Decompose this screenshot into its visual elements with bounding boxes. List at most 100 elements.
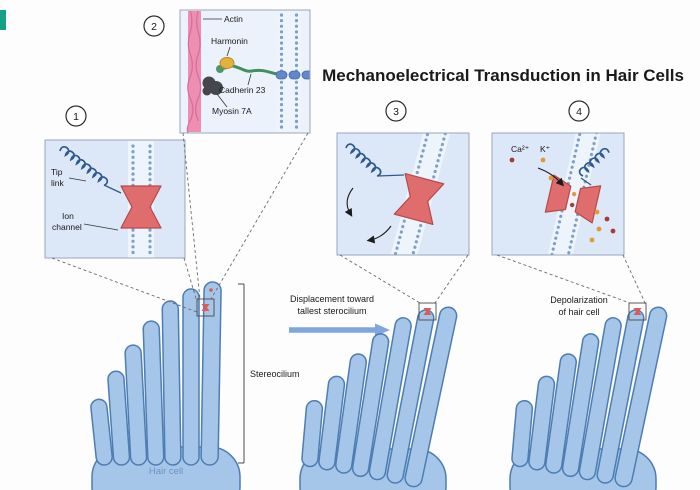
ion-flow-arrowhead (555, 177, 565, 187)
stereocilium-shape (545, 353, 577, 474)
stereocilium-bracket (238, 283, 245, 464)
stereocilium-shape (528, 375, 556, 471)
myosin-protein (202, 86, 212, 96)
potassium-ion (548, 175, 554, 181)
panel-1-content: Tip link Ion channel (51, 141, 162, 258)
channel-segment (288, 70, 301, 80)
stereocilium-shape (614, 306, 668, 488)
numbered-circle-4 (568, 100, 590, 122)
stereocilium-shape (90, 398, 113, 466)
harmonin-pointer (226, 46, 231, 57)
stereocilium-shape (142, 320, 165, 466)
dashed-connector (622, 254, 647, 306)
tip-link-line (103, 184, 122, 194)
myosin-protein (209, 81, 223, 95)
channel-segment (301, 70, 310, 80)
dashed-connector (182, 132, 201, 300)
label-actin: Actin (224, 14, 243, 24)
deflected-stereocilia (301, 306, 458, 488)
actin-filament (188, 11, 201, 132)
label-cadherin: Cadherin 23 (219, 85, 266, 95)
panel-1-border (44, 139, 186, 259)
potassium-ion (589, 237, 595, 243)
hair-cell-label: Hair cell (149, 466, 183, 477)
zoom-target-box-1 (196, 298, 215, 317)
channel-segment (275, 70, 288, 80)
panel-3-border (336, 132, 470, 256)
label-tip-link-line1: Tip (51, 167, 63, 177)
potassium-ion (571, 191, 577, 197)
panel-3-content (344, 133, 451, 255)
stereocilium-shape (301, 399, 324, 468)
cadherin-pointer (247, 73, 252, 86)
membrane-dots (391, 133, 431, 255)
dashed-connector (210, 132, 309, 300)
numbered-circle-2 (143, 15, 165, 37)
label-calcium: Ca²⁺ (511, 144, 529, 154)
label-myosin: Myosin 7A (212, 106, 252, 116)
tip-link-pointer (68, 177, 87, 182)
panel-number-4: 4 (576, 106, 582, 118)
page-title: Mechanoelectrical Transduction in Hair C… (322, 66, 684, 85)
actin-texture (194, 10, 202, 122)
potassium-ion (540, 157, 546, 163)
stereocilium-shape (404, 306, 458, 488)
displacement-label-line2: tallest sterocilium (297, 306, 366, 316)
label-ion-channel-line1: Ion (62, 211, 74, 221)
tip-link-site (209, 288, 213, 292)
harmonin-protein (219, 57, 235, 69)
hair-bundle-3 (509, 306, 668, 490)
hair-bundle-2 (299, 306, 458, 490)
ion-channel-open-left (544, 174, 572, 213)
stereocilium-shape (200, 281, 222, 466)
stereocilium-shape (578, 317, 622, 481)
label-tip-link-line2: link (51, 178, 65, 188)
stereocilium-shape (561, 333, 600, 478)
ion-channel (393, 172, 445, 226)
stereocilium-shape (124, 344, 148, 466)
tilted-membrane (387, 133, 451, 255)
ion-channel (120, 185, 162, 229)
displacement-label-line1: Displacement toward (290, 294, 374, 304)
actin-texture (186, 10, 194, 133)
potassium-ion (594, 209, 600, 215)
mini-ion-channel (201, 304, 210, 311)
calcium-ion (569, 202, 575, 208)
stereocilium-shape (351, 333, 390, 478)
dashed-connector (183, 257, 198, 303)
panel-1-background (45, 140, 185, 258)
stereocilium-shape (368, 317, 412, 481)
mini-ion-channel (423, 308, 432, 315)
myosin-pointer (216, 93, 228, 108)
depolarization-label-line2: of hair cell (558, 307, 599, 317)
panel-4-border (491, 132, 625, 256)
panel-number-3: 3 (393, 106, 399, 118)
membrane-dots (407, 133, 447, 255)
dashed-connector (51, 257, 198, 313)
gating-arrowhead (366, 235, 376, 244)
label-ion-channel-line2: channel (52, 222, 82, 232)
ion-channel-open-right (574, 185, 602, 224)
panel-2-content: Actin Harmonin Cadherin 23 Myosin 7A (186, 10, 310, 133)
dashed-connector (496, 254, 631, 304)
numbered-circle-3 (385, 100, 407, 122)
stereocilium-shape (107, 370, 131, 466)
tip-link-coil (578, 147, 610, 177)
calcium-ion (610, 228, 616, 234)
potassium-ion (596, 226, 602, 232)
panel-2-border (179, 9, 311, 134)
stereocilium-shape (182, 288, 200, 466)
zoom-target-box-3 (628, 302, 647, 321)
calcium-ion (509, 157, 515, 163)
tension-arrowhead (344, 207, 353, 217)
dashed-connector (339, 254, 421, 304)
tip-link-line (376, 174, 405, 177)
numbered-circle-1 (65, 105, 87, 127)
hair-bundle-1: Hair cell (90, 281, 241, 490)
panel-number-2: 2 (151, 21, 157, 33)
tip-link-coil (59, 146, 109, 187)
membrane-dots (547, 133, 583, 255)
ion-channel-pointer (83, 223, 119, 231)
